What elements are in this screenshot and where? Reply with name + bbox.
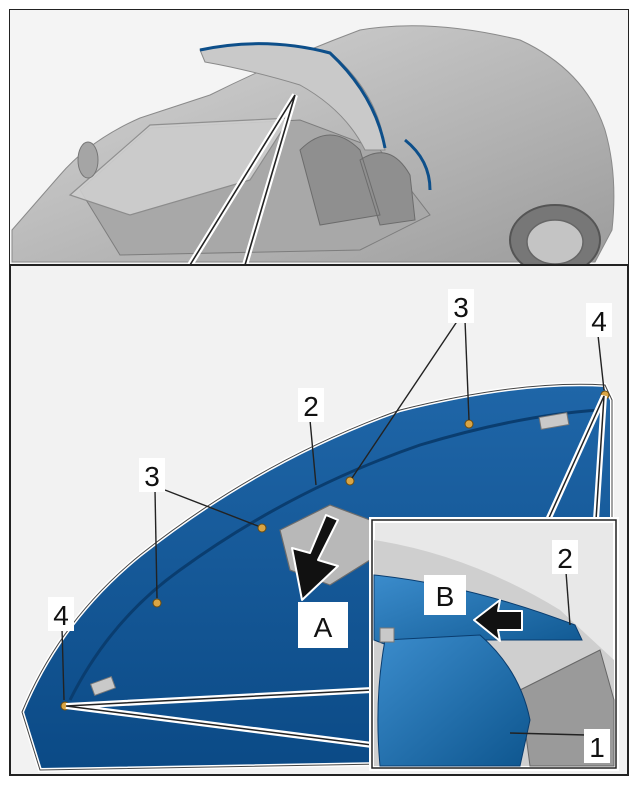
- seats: [299, 134, 416, 226]
- arrow-A: [291, 514, 339, 601]
- fastener-3-a: [152, 598, 162, 608]
- callout-2-top: 2: [298, 388, 324, 422]
- fastener-3-c: [345, 476, 355, 486]
- fastener-3-b: [257, 523, 267, 533]
- callout-3-left: 3: [139, 458, 165, 492]
- callout-2-detail: 2: [552, 540, 578, 574]
- leader-lines: [61, 319, 605, 701]
- callout-3-right: 3: [448, 289, 474, 323]
- inset-blue-panel: [377, 634, 531, 767]
- svg-text:3: 3: [453, 292, 469, 323]
- inset-detail: [369, 517, 619, 771]
- svg-text:1: 1: [589, 732, 605, 763]
- callout-1: 1: [584, 729, 610, 763]
- side-mirror: [77, 141, 99, 179]
- callout-B: B: [424, 575, 466, 615]
- svg-text:3: 3: [144, 461, 160, 492]
- fastener-3-d: [464, 419, 474, 429]
- svg-text:4: 4: [591, 306, 607, 337]
- callout-A: A: [298, 602, 348, 648]
- callout-4-right: 4: [586, 303, 612, 337]
- trim-inner-band: [68, 408, 601, 701]
- clip-left: [89, 675, 117, 697]
- inset-pointer: [65, 394, 607, 748]
- clip-right: [538, 412, 570, 430]
- windshield: [68, 117, 292, 216]
- highlighted-part-overview: [199, 42, 432, 191]
- svg-text:B: B: [436, 581, 455, 612]
- svg-text:2: 2: [303, 391, 319, 422]
- overview-panel: [10, 10, 628, 276]
- svg-text:2: 2: [557, 543, 573, 574]
- svg-text:4: 4: [53, 600, 69, 631]
- svg-text:A: A: [314, 612, 333, 643]
- arrow-B: [473, 599, 523, 642]
- callout-4-left: 4: [48, 597, 74, 631]
